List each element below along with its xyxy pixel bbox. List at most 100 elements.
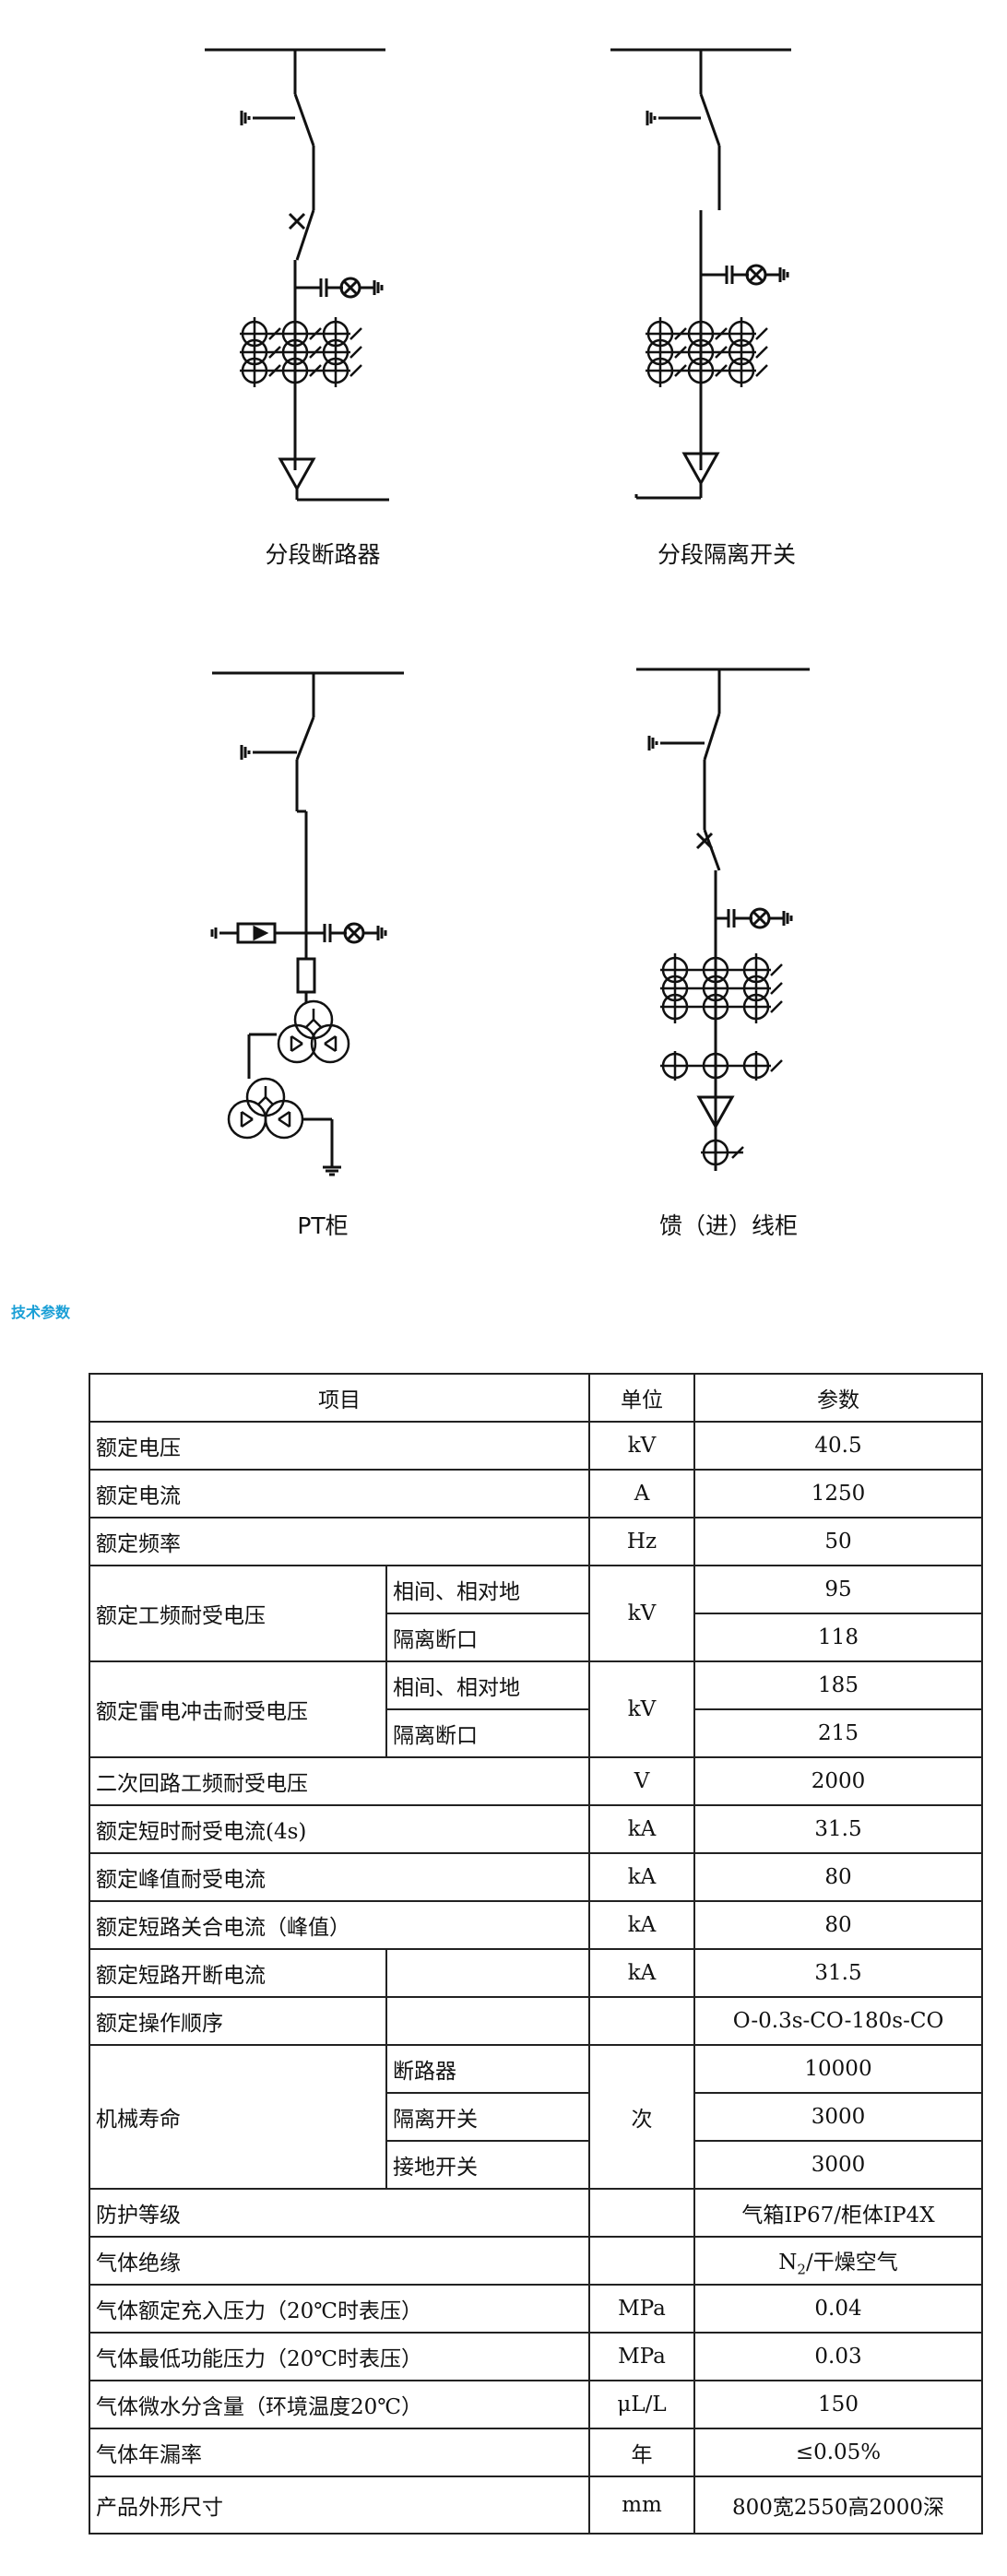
row-unit: kA [588, 1948, 695, 1998]
ground-icon [647, 736, 705, 750]
row-label: 额定频率 [89, 1517, 590, 1566]
table-row: 气体微水分含量（环境温度20℃） μL/L 150 [89, 2380, 983, 2429]
row-value: 0.03 [693, 2332, 983, 2381]
row-value: 气箱IP67/柜体IP4X [693, 2188, 983, 2238]
row-unit: MPa [588, 2332, 695, 2381]
table-row: 额定短时耐受电流(4s) kA 31.5 [89, 1804, 983, 1854]
diagram-feeder-cabinet [636, 668, 810, 1171]
row-label: 气体额定充入压力（20℃时表压） [89, 2284, 590, 2334]
row-value: 0.04 [693, 2284, 983, 2334]
value-rest: /干燥空气 [805, 2250, 898, 2275]
table-row: 二次回路工频耐受电压 V 2000 [89, 1756, 983, 1806]
row-unit: Hz [588, 1517, 695, 1566]
row-label: 额定电流 [89, 1469, 590, 1518]
row-sub-label: 隔离断口 [385, 1708, 590, 1758]
row-label: 机械寿命 [89, 2044, 387, 2190]
row-unit [588, 2188, 695, 2238]
row-unit: kA [588, 1900, 695, 1950]
row-unit: MPa [588, 2284, 695, 2334]
value-subscript: 2 [797, 2261, 806, 2278]
row-label: 额定短时耐受电流(4s) [89, 1804, 590, 1854]
row-value: 215 [693, 1708, 983, 1758]
current-transformer-icon [240, 317, 362, 387]
ground-icon [240, 111, 295, 125]
table-row: 额定短路开断电流 kA 31.5 [89, 1948, 983, 1998]
row-value: 3000 [693, 2092, 983, 2142]
row-sub-label: 断路器 [385, 2044, 590, 2094]
caption-pt-cabinet: PT柜 [297, 1212, 349, 1239]
table-row: 额定频率 Hz 50 [89, 1517, 983, 1566]
table-row: 产品外形尺寸 mm 800宽2550高2000深 [89, 2476, 983, 2535]
ground-icon [240, 745, 297, 760]
table-row: 隔离开关 3000 [89, 2092, 983, 2142]
table-row: 气体年漏率 年 ≤0.05% [89, 2428, 983, 2477]
row-label: 二次回路工频耐受电压 [89, 1756, 590, 1806]
row-value: 2000 [693, 1756, 983, 1806]
value-main: N [778, 2250, 798, 2275]
diagram-section-breaker [205, 48, 389, 502]
caption-section-breaker: 分段断路器 [265, 541, 381, 568]
row-sub-label: 接地开关 [385, 2140, 590, 2190]
surge-arrester-icon [210, 922, 306, 944]
table-row: 接地开关 3000 [89, 2140, 983, 2190]
row-label: 产品外形尺寸 [89, 2476, 590, 2535]
row-value: O-0.3s-CO-180s-CO [693, 1996, 983, 2046]
table-row: 气体最低功能压力（20℃时表压） MPa 0.03 [89, 2332, 983, 2381]
row-label: 额定峰值耐受电流 [89, 1852, 590, 1902]
row-sub-label: 相间、相对地 [385, 1565, 590, 1614]
row-label: 额定雷电冲击耐受电压 [89, 1660, 387, 1758]
caption-feeder-cabinet: 馈（进）线柜 [658, 1212, 798, 1239]
row-value: 800宽2550高2000深 [693, 2476, 983, 2535]
fuse-icon [296, 957, 316, 994]
row-label: 气体年漏率 [89, 2428, 590, 2477]
table-row: 隔离断口 215 [89, 1708, 983, 1758]
indicator-lamp-icon [343, 922, 365, 944]
row-label: 防护等级 [89, 2188, 590, 2238]
row-unit: kV [588, 1421, 695, 1471]
section-title: 技术参数 [11, 1304, 71, 1321]
table-row: 额定操作顺序 O-0.3s-CO-180s-CO [89, 1996, 983, 2046]
row-label: 额定电压 [89, 1421, 590, 1471]
row-empty-cell [385, 1996, 590, 2046]
indicator-lamp-icon [339, 277, 361, 299]
row-sub-label: 隔离断口 [385, 1613, 590, 1662]
row-label: 气体微水分含量（环境温度20℃） [89, 2380, 590, 2429]
row-unit [588, 1996, 695, 2046]
row-value: 50 [693, 1517, 983, 1566]
row-value: 31.5 [693, 1948, 983, 1998]
header-item: 项目 [89, 1373, 590, 1423]
cable-terminal-icon [681, 452, 720, 498]
row-value: 95 [693, 1565, 983, 1614]
row-label: 额定短路关合电流（峰值） [89, 1900, 590, 1950]
table-row: 额定雷电冲击耐受电压 相间、相对地 kV 185 [89, 1660, 983, 1758]
row-label: 额定短路开断电流 [89, 1948, 387, 1998]
voltage-transformer-icon [227, 999, 350, 1140]
table-header-row: 项目 单位 参数 [89, 1373, 983, 1423]
row-value: 80 [693, 1900, 983, 1950]
row-label: 额定操作顺序 [89, 1996, 387, 2046]
row-unit: V [588, 1756, 695, 1806]
current-transformer-icon [660, 953, 783, 1081]
cable-terminal-icon [278, 457, 316, 500]
diagram-section-disconnector [610, 48, 791, 500]
indicator-lamp-icon [745, 264, 767, 286]
row-value: 3000 [693, 2140, 983, 2190]
diagram-pt-cabinet [210, 671, 404, 1176]
ground-icon [646, 111, 701, 125]
row-label: 气体绝缘 [89, 2236, 590, 2286]
table-row: 隔离断口 118 [89, 1613, 983, 1662]
breaker-x-icon [695, 832, 714, 850]
row-unit: kA [588, 1852, 695, 1902]
row-label: 额定工频耐受电压 [89, 1565, 387, 1662]
row-value: 80 [693, 1852, 983, 1902]
ground-icon [323, 1165, 341, 1176]
row-value: N2/干燥空气 [693, 2236, 983, 2286]
row-value: 31.5 [693, 1804, 983, 1854]
row-value: 150 [693, 2380, 983, 2429]
row-value: 1250 [693, 1469, 983, 1518]
table-row: 机械寿命 断路器 次 10000 [89, 2044, 983, 2190]
row-value: 40.5 [693, 1421, 983, 1471]
indicator-lamp-icon [749, 907, 771, 929]
row-unit: kV [588, 1565, 695, 1662]
table-row: 额定工频耐受电压 相间、相对地 kV 95 [89, 1565, 983, 1662]
